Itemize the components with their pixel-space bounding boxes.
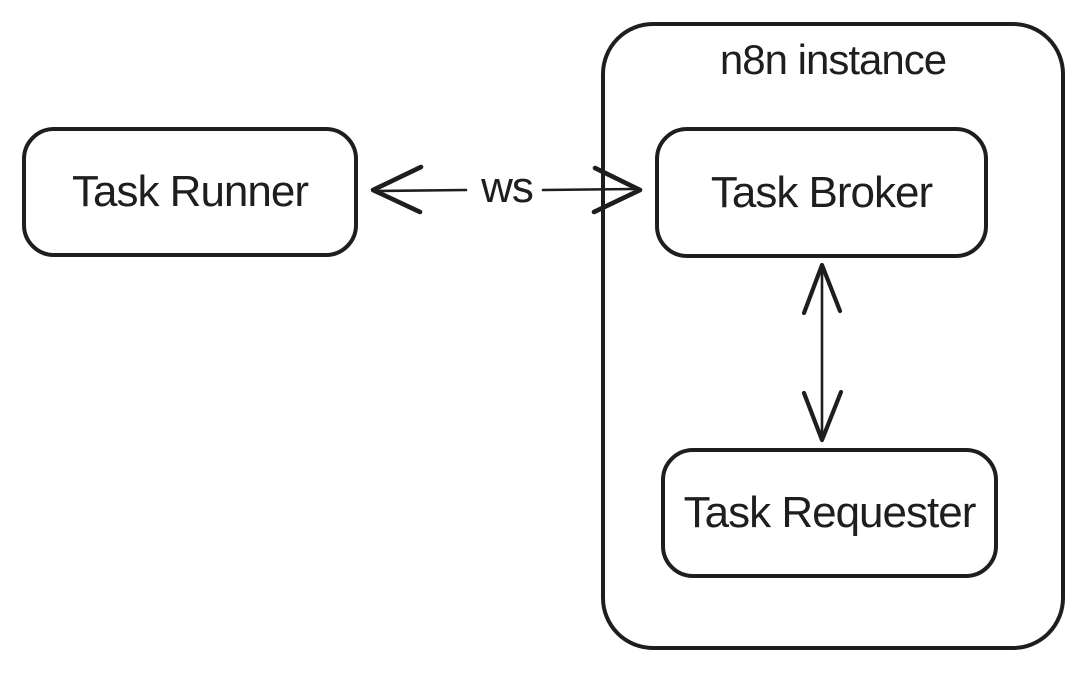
task-broker-node: Task Broker: [655, 127, 988, 258]
task-broker-label: Task Broker: [710, 167, 933, 217]
task-requester-label: Task Requester: [683, 488, 977, 537]
ws-edge-label: ws: [477, 163, 537, 213]
task-requester-node: Task Requester: [661, 448, 998, 578]
ws-arrow-line-left: [375, 188, 468, 193]
n8n-instance-label: n8n instance: [719, 36, 947, 83]
n8n-instance-container: n8n instance: [601, 22, 1065, 650]
ws-arrowhead-left: [370, 164, 424, 215]
task-runner-node: Task Runner: [22, 127, 358, 257]
task-runner-label: Task Runner: [71, 167, 309, 216]
